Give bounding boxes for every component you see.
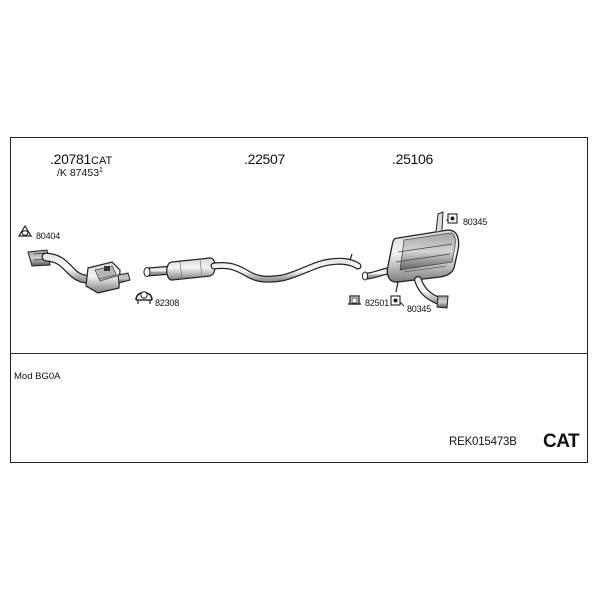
catalytic-converter-part-number: .20781CAT xyxy=(50,152,112,167)
gasket-front-label: 80404 xyxy=(36,231,61,241)
reference-code: REK015473B xyxy=(449,436,517,448)
clamp-front-label: 82308 xyxy=(155,298,180,308)
cat-part-number-text: .20781 xyxy=(50,151,92,167)
middle-silencer-part-number: .22507 xyxy=(244,151,286,167)
clamp-rear-label: 82501 xyxy=(365,298,390,308)
mount-upper-label: 80345 xyxy=(463,217,488,227)
kit-number: 87453 xyxy=(69,167,100,179)
mounting-kit-line: /K 874531 xyxy=(57,167,103,179)
cat-badge: CAT xyxy=(543,431,580,452)
section-divider xyxy=(10,353,588,354)
diagram-frame xyxy=(10,137,588,463)
rear-silencer-part-number: .25106 xyxy=(392,151,434,167)
model-label: Mod BG0A xyxy=(14,371,61,382)
mount-lower-label: 80345 xyxy=(407,304,432,314)
kit-footnote-mark: 1 xyxy=(99,167,103,174)
kit-prefix: /K xyxy=(57,167,67,179)
cat-part-suffix: CAT xyxy=(91,155,113,167)
